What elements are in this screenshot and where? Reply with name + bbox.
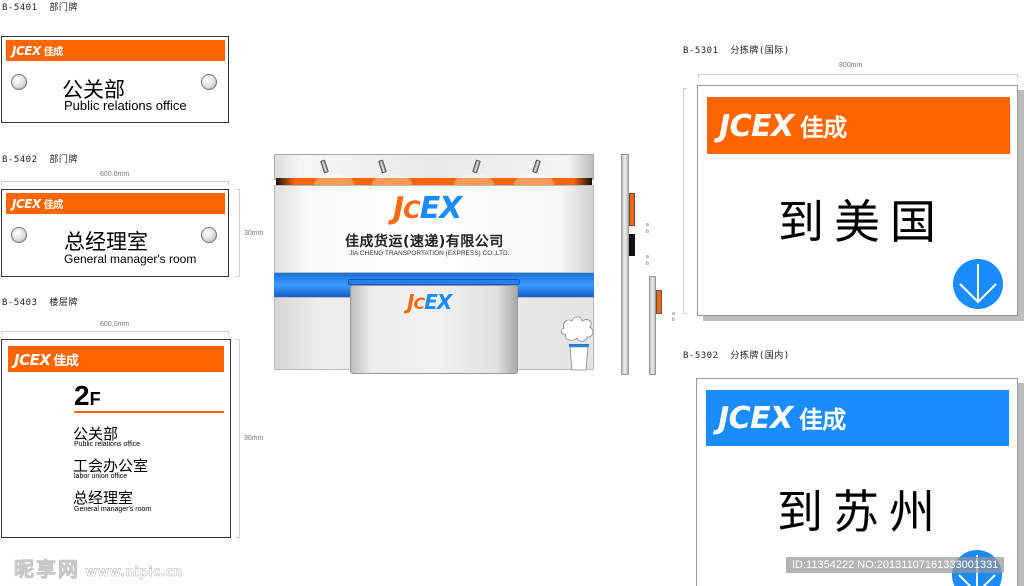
sign-type: 部门牌 xyxy=(49,3,78,13)
orange-stripe xyxy=(276,178,592,185)
callout-label: a xyxy=(646,222,649,228)
sign-code: B-5401 xyxy=(2,3,38,13)
entry-en: General manager's room xyxy=(74,506,152,513)
callout-label: b xyxy=(646,261,649,267)
sign-type: 部门牌 xyxy=(49,155,78,165)
sign-code: B-5403 xyxy=(2,298,38,308)
callout-label: a xyxy=(646,254,649,260)
reception-booth: JCEX 佳成货运(速递)有限公司 JIA CHENG TRANSPORTATI… xyxy=(274,154,594,374)
title-cn: 总经理室 xyxy=(64,230,148,254)
side-view-post-tall xyxy=(621,154,629,375)
watermark-logo: 昵享网 www.nipic.cn xyxy=(14,557,183,582)
sign-type: 分拣牌(国内) xyxy=(730,351,790,361)
destination: 到苏州 xyxy=(777,485,945,539)
counter-top xyxy=(348,279,520,285)
mounting-hole-left xyxy=(11,227,27,243)
sign-5301-label: B-5301 分拣牌(国际) xyxy=(683,43,790,56)
sign-5402-label: B-5402 部门牌 xyxy=(2,152,78,165)
floor-underline xyxy=(74,411,224,413)
width-dimension: 600.0mm xyxy=(100,321,130,328)
side-view-sign-black xyxy=(629,234,635,256)
callout-label: b xyxy=(672,317,675,323)
dimension-line xyxy=(698,74,1018,78)
booth-jcex-logo: JCEX xyxy=(393,191,462,226)
dimension-line xyxy=(236,339,240,538)
width-dimension: 800mm xyxy=(839,62,863,69)
entry-en: labor union office xyxy=(74,473,128,480)
sign-code: B-5301 xyxy=(683,46,719,56)
company-name-cn: 佳成货运(速递)有限公司 xyxy=(345,234,504,250)
sign-type: 分拣牌(国际) xyxy=(730,46,790,56)
entry-en: Public relations office xyxy=(74,441,141,448)
height-dimension: 30mm xyxy=(244,435,264,442)
sign-type: 楼层牌 xyxy=(49,298,78,308)
sign-5403-label: B-5403 楼层牌 xyxy=(2,295,78,308)
dimension-line xyxy=(1,331,229,335)
title-cn: 公关部 xyxy=(62,78,125,102)
dimension-line xyxy=(236,189,240,277)
floor-number: 2F xyxy=(74,380,101,411)
mounting-hole-right xyxy=(201,227,217,243)
callout-label: a xyxy=(672,311,675,317)
mounting-hole-right xyxy=(201,74,217,90)
counter-jcex-logo: JCEX xyxy=(407,290,452,314)
mounting-hole-left xyxy=(11,74,27,90)
title-en: Public relations office xyxy=(64,98,187,113)
entry-cn: 公关部 xyxy=(73,425,119,443)
image-id-strip: ID:11354222 NO:20131107161333001331 xyxy=(786,557,1004,573)
callout-label: b xyxy=(646,229,649,235)
down-arrow-icon xyxy=(953,259,1003,309)
side-view-sign-orange xyxy=(629,193,635,226)
entry-cn: 工会办公室 xyxy=(73,457,149,475)
company-name-en: JIA CHENG TRANSPORTATION (EXPRESS) CO.,L… xyxy=(349,250,510,257)
sign-5302-label: B-5302 分拣牌(国内) xyxy=(683,348,790,361)
title-en: General manager's room xyxy=(64,252,197,266)
destination: 到美国 xyxy=(778,195,946,249)
width-dimension: 600.0mm xyxy=(100,171,130,178)
side-view-post-short xyxy=(649,276,656,375)
dimension-line xyxy=(683,88,687,314)
sign-code: B-5402 xyxy=(2,155,38,165)
entry-cn: 总经理室 xyxy=(73,489,134,507)
sign-5401-label: B-5401 部门牌 xyxy=(2,0,78,13)
reception-counter: JCEX xyxy=(350,285,518,374)
height-dimension: 30mm xyxy=(244,230,264,237)
side-view-sign-orange xyxy=(656,290,662,314)
sign-code: B-5302 xyxy=(683,351,719,361)
dimension-line xyxy=(1,181,229,185)
potted-plant-icon xyxy=(560,316,594,371)
booth-fascia: JCEX 佳成货运(速递)有限公司 JIA CHENG TRANSPORTATI… xyxy=(274,185,594,273)
